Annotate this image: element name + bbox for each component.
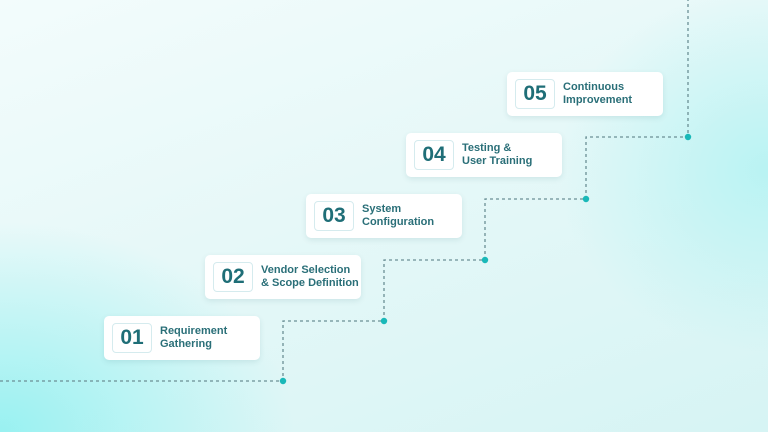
step-number: 05: [515, 79, 555, 109]
step-label: Vendor Selection & Scope Definition: [261, 264, 359, 289]
step-number: 03: [314, 201, 354, 231]
step-card-4: 04 Testing & User Training: [406, 133, 562, 177]
step-card-1: 01 Requirement Gathering: [104, 316, 260, 360]
step-number: 02: [213, 262, 253, 292]
step-node-5: [684, 133, 692, 141]
step-card-2: 02 Vendor Selection & Scope Definition: [205, 255, 361, 299]
step-node-1: [279, 377, 287, 385]
step-label: System Configuration: [362, 203, 435, 228]
step-node-3: [481, 256, 489, 264]
step-number: 01: [112, 323, 152, 353]
step-label: Requirement Gathering: [160, 325, 228, 350]
step-label: Continuous Improvement: [563, 81, 633, 106]
step-label: Testing & User Training: [462, 142, 533, 167]
step-number: 04: [414, 140, 454, 170]
step-node-4: [582, 195, 590, 203]
step-card-5: 05 Continuous Improvement: [507, 72, 663, 116]
step-card-3: 03 System Configuration: [306, 194, 462, 238]
step-node-2: [380, 317, 388, 325]
